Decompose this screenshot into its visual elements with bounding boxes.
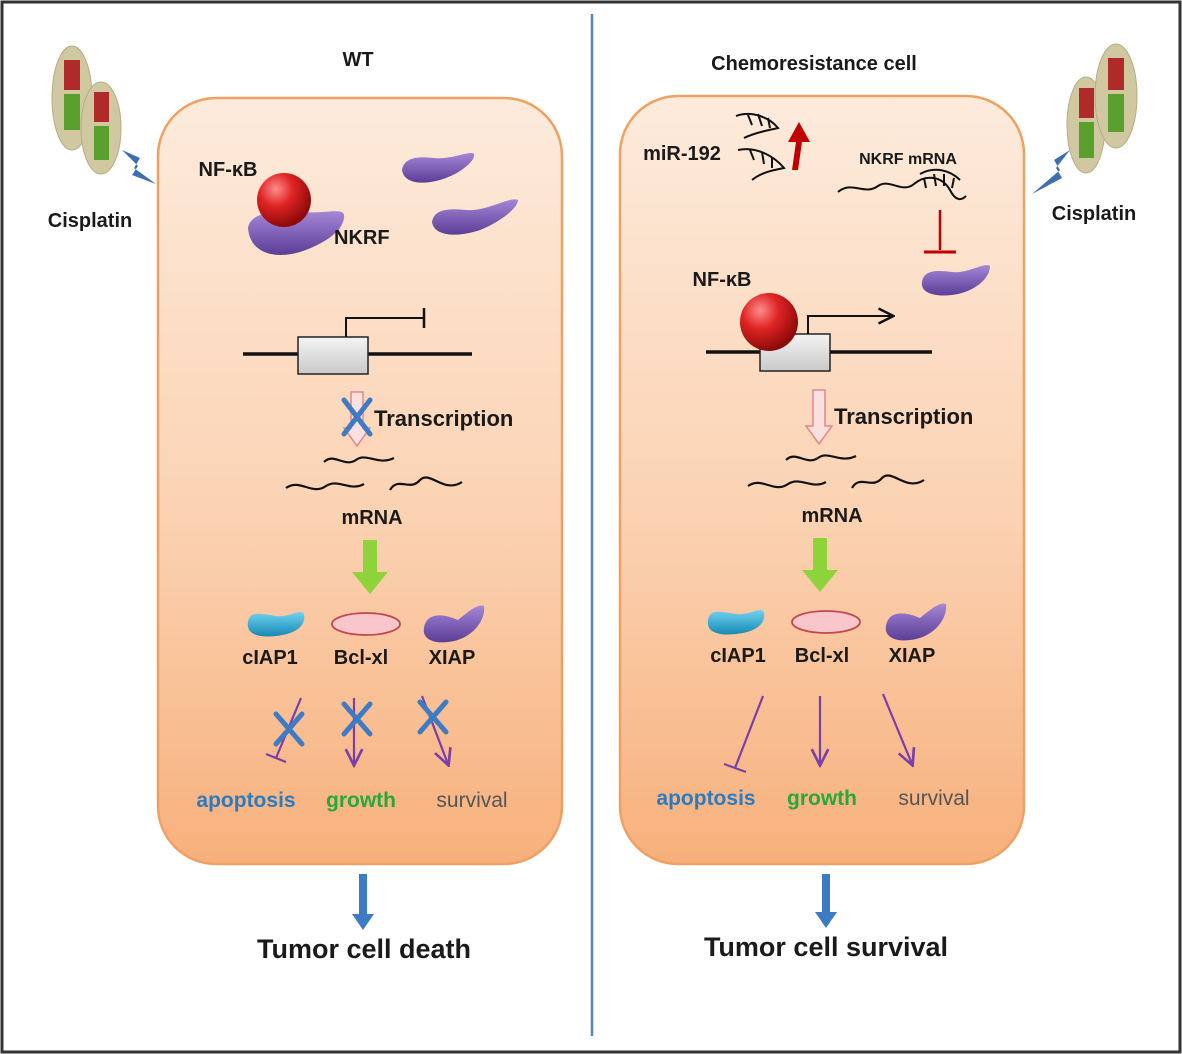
cisplatin-capsule-icon [51,45,122,175]
chemo-cisplatin-label: Cisplatin [1052,203,1136,225]
ciap1-protein [707,610,765,635]
active-transcription-start [807,316,892,334]
wt-outcome-growth: growth [326,789,396,812]
chemo-panel: Chemoresistance cell Cisplatin miR-192 N… [618,43,1138,962]
wt-outcome-apoptosis: apoptosis [196,789,295,812]
blocked-transcription-start [345,317,424,337]
nfkb-sphere [740,293,798,351]
chemo-outcome-growth: growth [787,787,857,810]
chemo-cell [618,94,1026,866]
wt-result-arrow [352,874,374,930]
mrna-squiggles [285,456,463,491]
chemo-protein-ciap1: cIAP1 [710,645,766,667]
wt-outcome-survival: survival [436,789,507,812]
nkrf-free-protein [402,153,475,183]
chemo-protein-xiap: XIAP [889,645,936,667]
wt-nkrf-label: NKRF [334,227,390,249]
chemo-outcome-survival: survival [898,787,969,810]
chemo-mrna-label: mRNA [801,505,862,527]
inhibition-symbol [924,210,956,254]
wt-title: WT [342,49,373,71]
nkrf-protein [921,265,990,296]
mirna-hairpin-icon [735,112,786,181]
nfkb-sphere [257,173,311,227]
chemo-nfkb-label: NF-κB [693,269,752,291]
chemo-nkrf-mrna-label: NKRF mRNA [859,151,957,168]
wt-transcription-label: Transcription [374,406,513,431]
lightning-icon [122,150,156,184]
wt-protein-bclxl: Bcl-xl [334,647,388,669]
translation-arrow [802,538,838,592]
wt-protein-xiap: XIAP [429,647,476,669]
wt-block-x-icons [273,699,449,747]
ciap1-protein [247,612,305,637]
lightning-icon [1032,150,1070,194]
wt-protein-ciap1: cIAP1 [242,647,298,669]
upregulation-arrow [788,122,810,170]
xiap-protein [423,605,485,643]
bclxl-protein [331,612,401,636]
gene-promoter-box [297,336,369,375]
translation-arrow [352,540,388,594]
bclxl-protein [791,610,861,634]
chemo-outcome-apoptosis: apoptosis [656,787,755,810]
chemo-title: Chemoresistance cell [711,53,917,75]
chemo-mirna-label: miR-192 [643,143,721,165]
wt-result-label: Tumor cell death [257,934,471,964]
wt-panel: WT Cisplatin NF-κB NKRF [48,45,564,964]
wt-nfkb-label: NF-κB [199,159,258,181]
cisplatin-capsule-icon [1066,43,1138,174]
chemo-effect-arrows [723,693,912,774]
wt-cell [156,96,564,866]
nkrf-free-protein [432,199,518,235]
wt-cisplatin-label: Cisplatin [48,210,132,232]
chemo-result-arrow [815,874,837,928]
nkrf-mrna-strand [837,168,967,201]
chemo-result-label: Tumor cell survival [704,932,948,962]
wt-mrna-label: mRNA [341,507,402,529]
xiap-protein [885,603,947,641]
chemo-transcription-label: Transcription [834,404,973,429]
mrna-squiggles [747,454,925,489]
transcription-arrow [804,389,834,446]
chemo-protein-bclxl: Bcl-xl [795,645,849,667]
block-x-icon [341,397,373,437]
